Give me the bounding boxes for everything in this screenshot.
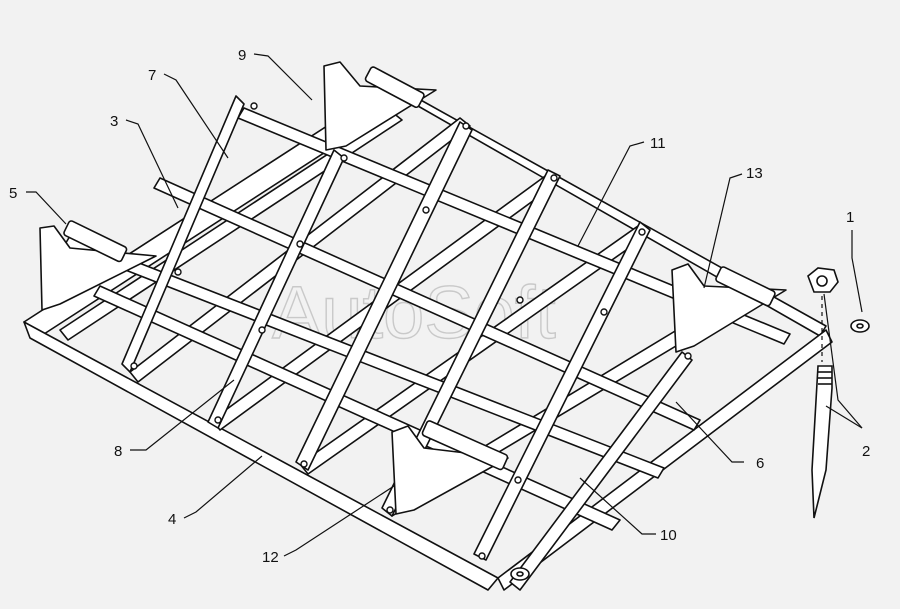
callout-2: 2 xyxy=(862,443,870,460)
callout-5: 5 xyxy=(9,185,17,202)
cross-bar-3 xyxy=(59,111,403,341)
upright-bar-7 xyxy=(121,95,245,373)
bracket-cap xyxy=(63,220,128,263)
nut-hole xyxy=(816,275,828,287)
callout-9: 9 xyxy=(238,47,246,64)
callout-11: 11 xyxy=(650,135,666,152)
leader-lines xyxy=(26,53,863,557)
frame-rail-front xyxy=(497,329,833,591)
callout-13: 13 xyxy=(746,165,763,182)
callout-7: 7 xyxy=(148,67,156,84)
callout-10: 10 xyxy=(660,527,677,544)
bracket-9 xyxy=(323,61,437,151)
callout-8: 8 xyxy=(114,443,122,460)
bracket-5 xyxy=(39,225,157,311)
bracket-13 xyxy=(671,263,787,353)
frame-rail-left xyxy=(23,321,499,591)
upright-bar-6 xyxy=(473,221,651,561)
bracket-cap xyxy=(364,66,425,109)
bracket-cap xyxy=(715,266,776,307)
callout-12: 12 xyxy=(262,549,279,566)
upright-bar xyxy=(207,149,345,429)
long-bar xyxy=(153,177,701,431)
bracket-cap xyxy=(421,420,509,471)
tine-icon xyxy=(811,365,833,519)
callout-3: 3 xyxy=(110,113,118,130)
callout-6: 6 xyxy=(756,455,764,472)
callout-1: 1 xyxy=(846,209,854,226)
callout-4: 4 xyxy=(168,511,176,528)
